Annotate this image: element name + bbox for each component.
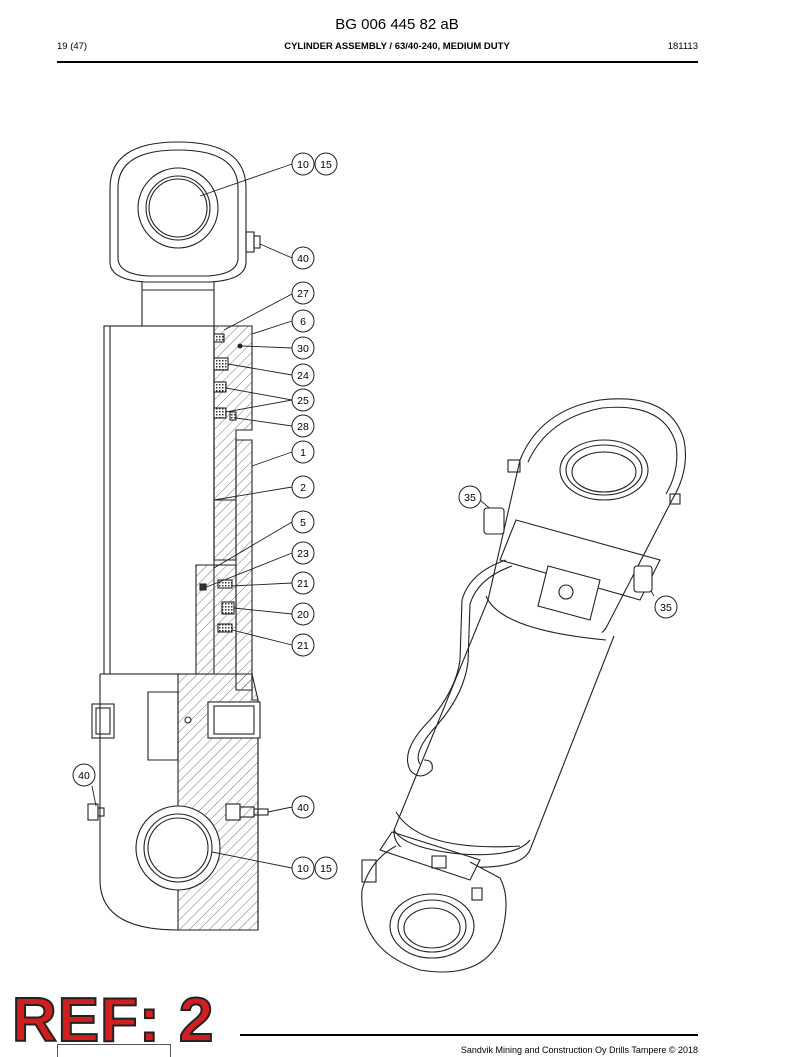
callout-40: 40 xyxy=(297,253,309,265)
callout-24: 24 xyxy=(297,370,309,382)
callout-circle-40b xyxy=(72,763,96,787)
callout-circle-25 xyxy=(291,388,315,412)
document-code: BG 006 445 82 aB xyxy=(335,16,459,33)
callout-6: 6 xyxy=(300,316,306,328)
callout-27: 27 xyxy=(297,288,309,300)
callout-circle-1 xyxy=(291,440,315,464)
footer-rule xyxy=(240,1034,698,1036)
page-number: 19 (47) xyxy=(57,41,88,52)
callout-10-lower: 10 xyxy=(297,863,309,875)
company-logo xyxy=(57,1044,171,1057)
callout-circle-23 xyxy=(291,541,315,565)
callout-circle-2 xyxy=(291,475,315,499)
callout-circle-30 xyxy=(291,336,315,360)
callout-20: 20 xyxy=(297,609,309,621)
header-rule xyxy=(57,61,698,63)
callout-circle-40c xyxy=(291,795,315,819)
callout-30: 30 xyxy=(297,343,309,355)
callout-circle-15 xyxy=(314,152,338,176)
callout-circle-40 xyxy=(291,246,315,270)
callout-15-lower: 15 xyxy=(320,863,332,875)
page-title: CYLINDER ASSEMBLY / 63/40-240, MEDIUM DU… xyxy=(284,41,510,52)
callout-40-lower: 40 xyxy=(297,802,309,814)
leader-lines xyxy=(91,163,655,869)
callout-bubbles xyxy=(72,152,678,880)
callout-1: 1 xyxy=(300,447,306,459)
callout-35-lower: 35 xyxy=(660,602,672,614)
callout-circle-35b xyxy=(654,595,678,619)
callout-2: 2 xyxy=(300,482,306,494)
callout-circle-24 xyxy=(291,363,315,387)
callout-35-upper: 35 xyxy=(464,492,476,504)
callout-circle-28 xyxy=(291,414,315,438)
footer-copyright: Sandvik Mining and Construction Oy Drill… xyxy=(460,1045,698,1055)
callout-40-left: 40 xyxy=(78,770,90,782)
section-view xyxy=(87,141,269,931)
callout-5: 5 xyxy=(300,517,306,529)
callout-circle-6 xyxy=(291,309,315,333)
callout-circle-35a xyxy=(458,485,482,509)
document-date: 181113 xyxy=(667,41,698,52)
callout-labels: 10 15 40 27 6 30 24 25 28 1 2 5 23 21 20… xyxy=(78,159,672,875)
callout-21: 21 xyxy=(297,578,309,590)
callout-circle-21b xyxy=(291,633,315,657)
isometric-view xyxy=(361,398,687,973)
callout-circle-21 xyxy=(291,571,315,595)
callout-25: 25 xyxy=(297,395,309,407)
callout-circle-27 xyxy=(291,281,315,305)
callout-28: 28 xyxy=(297,421,309,433)
callout-23: 23 xyxy=(297,548,309,560)
callout-circle-5 xyxy=(291,510,315,534)
callout-10: 10 xyxy=(297,159,309,171)
callout-15: 15 xyxy=(320,159,332,171)
callout-circle-10b xyxy=(291,856,315,880)
callout-21-lower: 21 xyxy=(297,640,309,652)
callout-circle-20 xyxy=(291,602,315,626)
callout-circle-15b xyxy=(314,856,338,880)
callout-circle-10 xyxy=(291,152,315,176)
